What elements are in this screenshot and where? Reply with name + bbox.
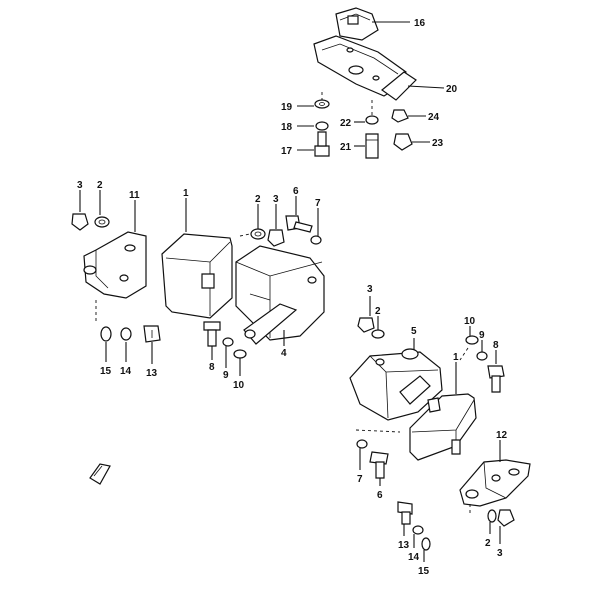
nut-3-left	[71, 213, 89, 231]
label-6-right: 6	[377, 490, 383, 501]
nut-3-center	[267, 229, 285, 247]
callout-labels: 16 20 19 18 17 22 21 24 23 3 2 11 1 2 3 …	[77, 18, 508, 577]
nut-23	[393, 133, 413, 151]
label-9-left: 9	[223, 370, 229, 381]
engine-bracket-5	[349, 348, 443, 421]
label-1-left: 1	[183, 188, 189, 199]
lock-washer-14-right	[412, 525, 424, 535]
lock-washer-9-right	[476, 351, 488, 361]
washer-15-left	[100, 326, 112, 342]
label-21: 21	[340, 142, 352, 153]
label-15-right: 15	[418, 566, 430, 577]
top-mount-assembly	[297, 7, 445, 159]
label-2-left: 2	[97, 180, 103, 191]
label-2-center: 2	[255, 194, 261, 205]
mount-rubber-1-right	[409, 362, 477, 461]
engine-bracket-4	[235, 245, 325, 346]
label-4: 4	[281, 348, 287, 359]
label-24: 24	[428, 112, 440, 123]
label-9-right: 9	[479, 330, 485, 341]
bolt-6-center	[285, 215, 313, 233]
bracket-12	[459, 459, 531, 507]
bolt-17	[314, 131, 330, 157]
washer-2-right-bottom	[487, 509, 497, 523]
washer-2-center	[250, 228, 266, 240]
label-2-right-top: 2	[375, 306, 381, 317]
label-13-right: 13	[398, 540, 410, 551]
washer-2-left	[94, 216, 110, 228]
left-mount-assembly	[71, 190, 325, 376]
mount-rubber-1-left	[161, 198, 233, 319]
label-12: 12	[496, 430, 508, 441]
label-7-right: 7	[357, 474, 363, 485]
mount-rubber-16	[335, 7, 379, 41]
washer-2-right-top	[371, 329, 385, 339]
label-7-center: 7	[315, 198, 321, 209]
bolt-13-left	[143, 325, 161, 343]
label-1-right: 1	[453, 352, 459, 363]
label-15-left: 15	[100, 366, 112, 377]
label-3-left: 3	[77, 180, 83, 191]
washer-10-right	[465, 335, 479, 345]
label-10-right: 10	[464, 316, 476, 327]
label-11: 11	[129, 190, 140, 201]
label-19: 19	[281, 102, 293, 113]
label-13-left: 13	[146, 368, 158, 379]
lock-washer-14-left	[120, 327, 132, 341]
label-3-right-top: 3	[367, 284, 373, 295]
bracket-plate-20	[313, 35, 417, 101]
label-5: 5	[411, 326, 417, 337]
bolt-13-right	[397, 501, 413, 525]
nut-24	[391, 109, 409, 123]
lock-washer-9-left	[222, 337, 234, 347]
label-20: 20	[446, 84, 458, 95]
label-16: 16	[414, 18, 426, 29]
label-2-right-bottom: 2	[485, 538, 491, 549]
label-10-left: 10	[233, 380, 245, 391]
lock-washer-18	[315, 121, 329, 131]
label-6-center: 6	[293, 186, 299, 197]
label-8-right: 8	[493, 340, 499, 351]
nut-3-right-top	[357, 317, 375, 333]
label-17: 17	[281, 146, 293, 157]
washer-7-center	[310, 235, 322, 245]
reference-mark	[89, 463, 111, 485]
label-14-left: 14	[120, 366, 132, 377]
label-22: 22	[340, 118, 352, 129]
washer-22	[365, 115, 379, 125]
washer-15-right	[421, 537, 431, 551]
label-3-center: 3	[273, 194, 279, 205]
label-8-left: 8	[209, 362, 215, 373]
label-23: 23	[432, 138, 444, 149]
bolt-8-left	[203, 321, 221, 347]
right-mount-assembly	[349, 296, 531, 562]
washer-19	[314, 99, 330, 109]
nut-3-right-bottom	[497, 509, 515, 527]
label-3-right-bottom: 3	[497, 548, 503, 559]
bracket-11	[83, 231, 147, 299]
bolt-6-right	[369, 451, 389, 479]
bolt-8-right	[487, 365, 505, 393]
bolt-21	[365, 133, 379, 159]
label-18: 18	[281, 122, 293, 133]
washer-7-right	[356, 439, 368, 449]
washer-10-left	[233, 349, 247, 359]
label-14-right: 14	[408, 552, 420, 563]
